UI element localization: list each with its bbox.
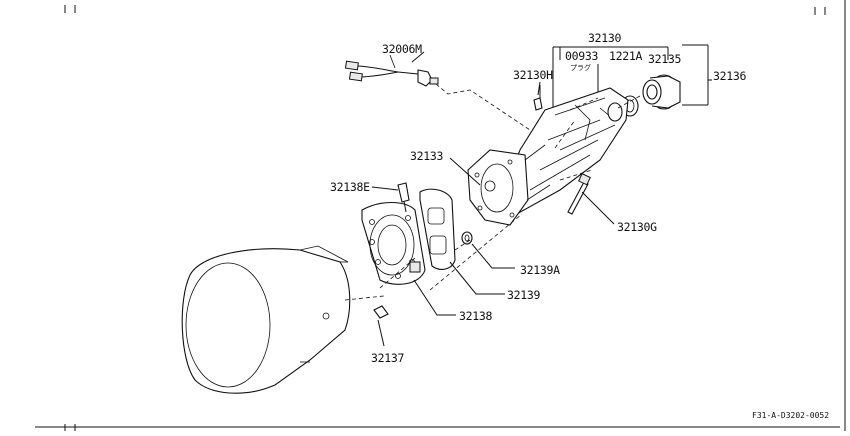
label-32137: 32137 (371, 351, 404, 365)
label-32139A: 32139A (520, 263, 560, 277)
leader-lines (371, 51, 615, 347)
label-32130: 32130 (588, 31, 621, 45)
reference-code: F31-A-D3202-0052 (752, 411, 829, 420)
frame-marks (35, 0, 846, 431)
part-labels: 32006M 32130 00933 プラグ 1221A 32135 32136… (330, 31, 829, 420)
bolt-32130G (567, 173, 591, 215)
bearing-32136 (642, 74, 681, 110)
clutch-housing (181, 245, 351, 394)
label-00933: 00933 (565, 49, 598, 63)
label-32136: 32136 (713, 69, 746, 83)
label-32138E: 32138E (330, 180, 370, 194)
label-32006M: 32006M (382, 42, 422, 56)
label-32130G: 32130G (617, 220, 657, 234)
label-32133: 32133 (410, 149, 443, 163)
breather-32130H (533, 85, 543, 111)
adapter-plate-32138 (361, 201, 426, 285)
plug-32139A (461, 231, 473, 245)
gasket-32139 (419, 188, 456, 270)
label-32139: 32139 (507, 288, 540, 302)
label-32130H: 32130H (513, 68, 553, 82)
label-32135: 32135 (648, 52, 681, 66)
label-32138: 32138 (459, 309, 492, 323)
extension-housing-32130 (467, 87, 629, 226)
wire-harness-32006M (344, 54, 546, 141)
pin-32138E (397, 182, 410, 213)
label-plug-note: プラグ (570, 63, 591, 72)
dowel-32137 (373, 305, 389, 319)
label-1221A: 1221A (609, 49, 642, 63)
assembly-lines (344, 95, 641, 301)
